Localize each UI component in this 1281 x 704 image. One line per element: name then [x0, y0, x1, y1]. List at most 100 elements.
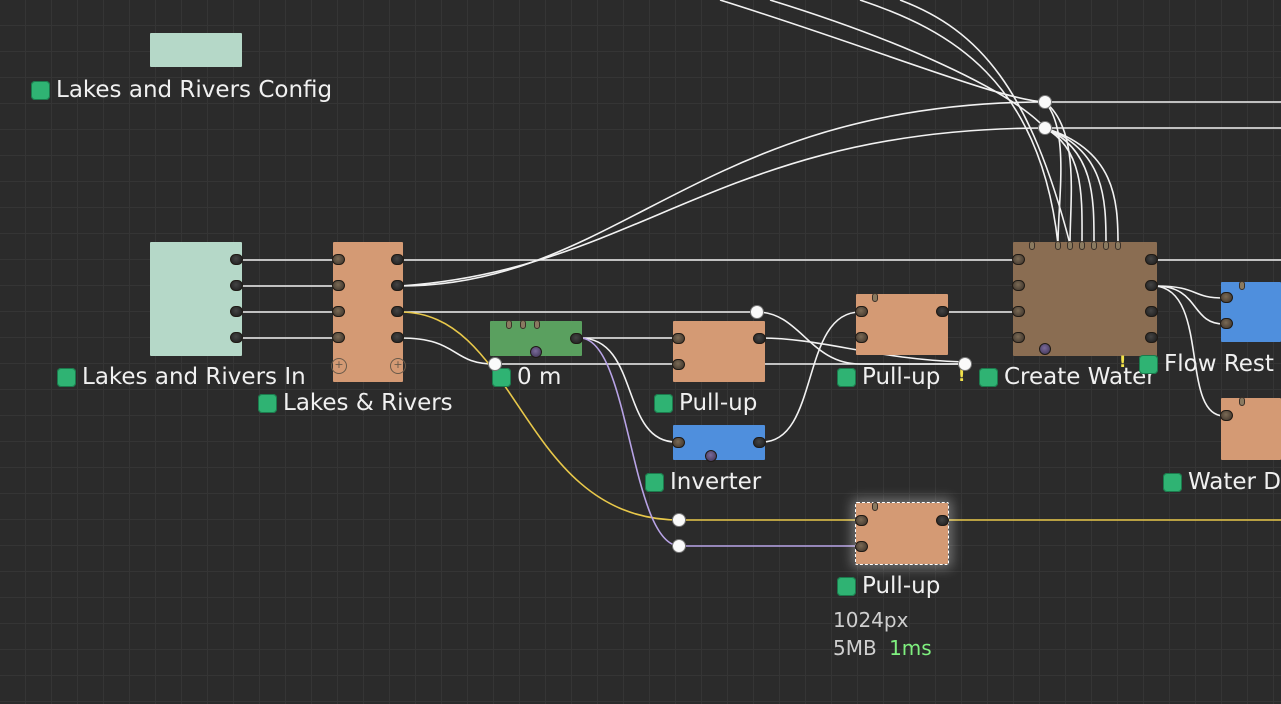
water-d-node-title: Water D: [1188, 469, 1281, 495]
port-socket-icon[interactable]: [705, 450, 717, 462]
port-socket-icon[interactable]: [506, 320, 512, 329]
port-socket-icon[interactable]: [1103, 241, 1109, 250]
port-socket-icon[interactable]: [570, 333, 583, 344]
port-socket-icon[interactable]: [1239, 397, 1245, 406]
status-led-icon[interactable]: [654, 393, 673, 413]
port-socket-icon[interactable]: [672, 359, 685, 370]
status-led-icon[interactable]: [837, 367, 856, 387]
status-led-icon[interactable]: [492, 367, 511, 387]
port-socket-icon[interactable]: [855, 332, 868, 343]
port-socket-icon[interactable]: [1145, 280, 1158, 291]
pullup-node-selected[interactable]: [855, 502, 949, 565]
water-d-node[interactable]: [1220, 397, 1281, 460]
port-socket-icon[interactable]: [1012, 254, 1025, 265]
lakes-rivers-node[interactable]: + +: [331, 242, 406, 382]
port-socket-icon[interactable]: [391, 332, 404, 343]
inverter-node[interactable]: [672, 425, 766, 462]
port-socket-icon[interactable]: [855, 515, 868, 526]
pullup-node-1[interactable]: [672, 321, 766, 382]
port-socket-icon[interactable]: [1239, 281, 1245, 290]
port-socket-icon[interactable]: [1220, 318, 1233, 329]
port-socket-icon[interactable]: [1055, 241, 1061, 250]
plus-icon[interactable]: +: [390, 358, 406, 374]
status-led-icon[interactable]: [1139, 354, 1158, 374]
reroute-dot-icon[interactable]: [1038, 95, 1052, 109]
port-socket-icon[interactable]: [332, 280, 345, 291]
config-node[interactable]: [150, 33, 242, 67]
status-led-icon[interactable]: [979, 367, 998, 387]
lakes-rivers-node-label: Lakes & Rivers: [258, 390, 453, 416]
status-led-icon[interactable]: [1163, 472, 1182, 492]
port-socket-icon[interactable]: [1029, 241, 1035, 250]
inputs-node-title: Lakes and Rivers In: [82, 364, 306, 390]
port-socket-icon[interactable]: [230, 332, 243, 343]
status-led-icon[interactable]: [258, 393, 277, 413]
port-socket-icon[interactable]: [753, 333, 766, 344]
port-socket-icon[interactable]: [855, 306, 868, 317]
port-socket-icon[interactable]: [534, 320, 540, 329]
port-socket-icon[interactable]: [1039, 343, 1051, 355]
inverter-node-label: Inverter: [645, 469, 761, 495]
reroute-dot-icon[interactable]: [488, 357, 502, 371]
port-socket-icon[interactable]: [872, 293, 878, 302]
port-socket-icon[interactable]: [1091, 241, 1097, 250]
port-socket-icon[interactable]: [1067, 241, 1073, 250]
reroute-dot-icon[interactable]: [672, 539, 686, 553]
create-water-node-label: Create Water: [979, 364, 1156, 390]
reroute-dot-icon[interactable]: [750, 305, 764, 319]
warning-icon: !: [958, 366, 966, 385]
port-socket-icon[interactable]: [1012, 280, 1025, 291]
zero-m-node-label: 0 m: [492, 364, 561, 390]
port-socket-icon[interactable]: [1220, 292, 1233, 303]
port-socket-icon[interactable]: [391, 280, 404, 291]
port-socket-icon[interactable]: [530, 346, 542, 358]
port-socket-icon[interactable]: [520, 320, 526, 329]
status-led-icon[interactable]: [837, 576, 856, 596]
reroute-dot-icon[interactable]: [958, 357, 972, 371]
pullup-node-1-label: Pull-up: [654, 390, 757, 416]
port-socket-icon[interactable]: [855, 541, 868, 552]
status-led-icon[interactable]: [31, 80, 50, 100]
pullup-node-2[interactable]: [855, 293, 949, 355]
node-memory: 5MB: [833, 636, 877, 660]
port-socket-icon[interactable]: [672, 333, 685, 344]
port-socket-icon[interactable]: [230, 306, 243, 317]
port-socket-icon[interactable]: [230, 280, 243, 291]
port-socket-icon[interactable]: [391, 254, 404, 265]
warning-icon: !: [1119, 352, 1127, 371]
port-socket-icon[interactable]: [1145, 254, 1158, 265]
node-memory-time: 5MB 1ms: [833, 636, 932, 660]
status-led-icon[interactable]: [645, 472, 664, 492]
port-socket-icon[interactable]: [1079, 241, 1085, 250]
port-socket-icon[interactable]: [1012, 306, 1025, 317]
port-socket-icon[interactable]: [332, 254, 345, 265]
port-socket-icon[interactable]: [936, 515, 949, 526]
port-socket-icon[interactable]: [1220, 410, 1233, 421]
port-socket-icon[interactable]: [332, 332, 345, 343]
reroute-dot-icon[interactable]: [1038, 121, 1052, 135]
node-resolution: 1024px: [833, 608, 909, 632]
inputs-node[interactable]: [150, 242, 243, 356]
port-socket-icon[interactable]: [672, 437, 685, 448]
create-water-node[interactable]: [1012, 241, 1158, 356]
port-socket-icon[interactable]: [936, 306, 949, 317]
pullup-node-selected-label: Pull-up: [837, 573, 940, 599]
port-socket-icon[interactable]: [1115, 241, 1121, 250]
reroute-dot-icon[interactable]: [672, 513, 686, 527]
flow-rest-node[interactable]: [1220, 281, 1281, 342]
port-socket-icon[interactable]: [1145, 306, 1158, 317]
port-socket-icon[interactable]: [1145, 332, 1158, 343]
port-socket-icon[interactable]: [872, 502, 878, 511]
port-socket-icon[interactable]: [230, 254, 243, 265]
water-d-node-label: Water D: [1163, 469, 1281, 495]
status-led-icon[interactable]: [57, 367, 76, 387]
plus-icon[interactable]: +: [331, 358, 347, 374]
config-node-title: Lakes and Rivers Config: [56, 77, 333, 103]
pullup-node-2-title: Pull-up: [862, 364, 941, 390]
zero-m-node[interactable]: [490, 320, 583, 358]
port-socket-icon[interactable]: [753, 437, 766, 448]
port-socket-icon[interactable]: [391, 306, 404, 317]
port-socket-icon[interactable]: [1012, 332, 1025, 343]
port-socket-icon[interactable]: [332, 306, 345, 317]
